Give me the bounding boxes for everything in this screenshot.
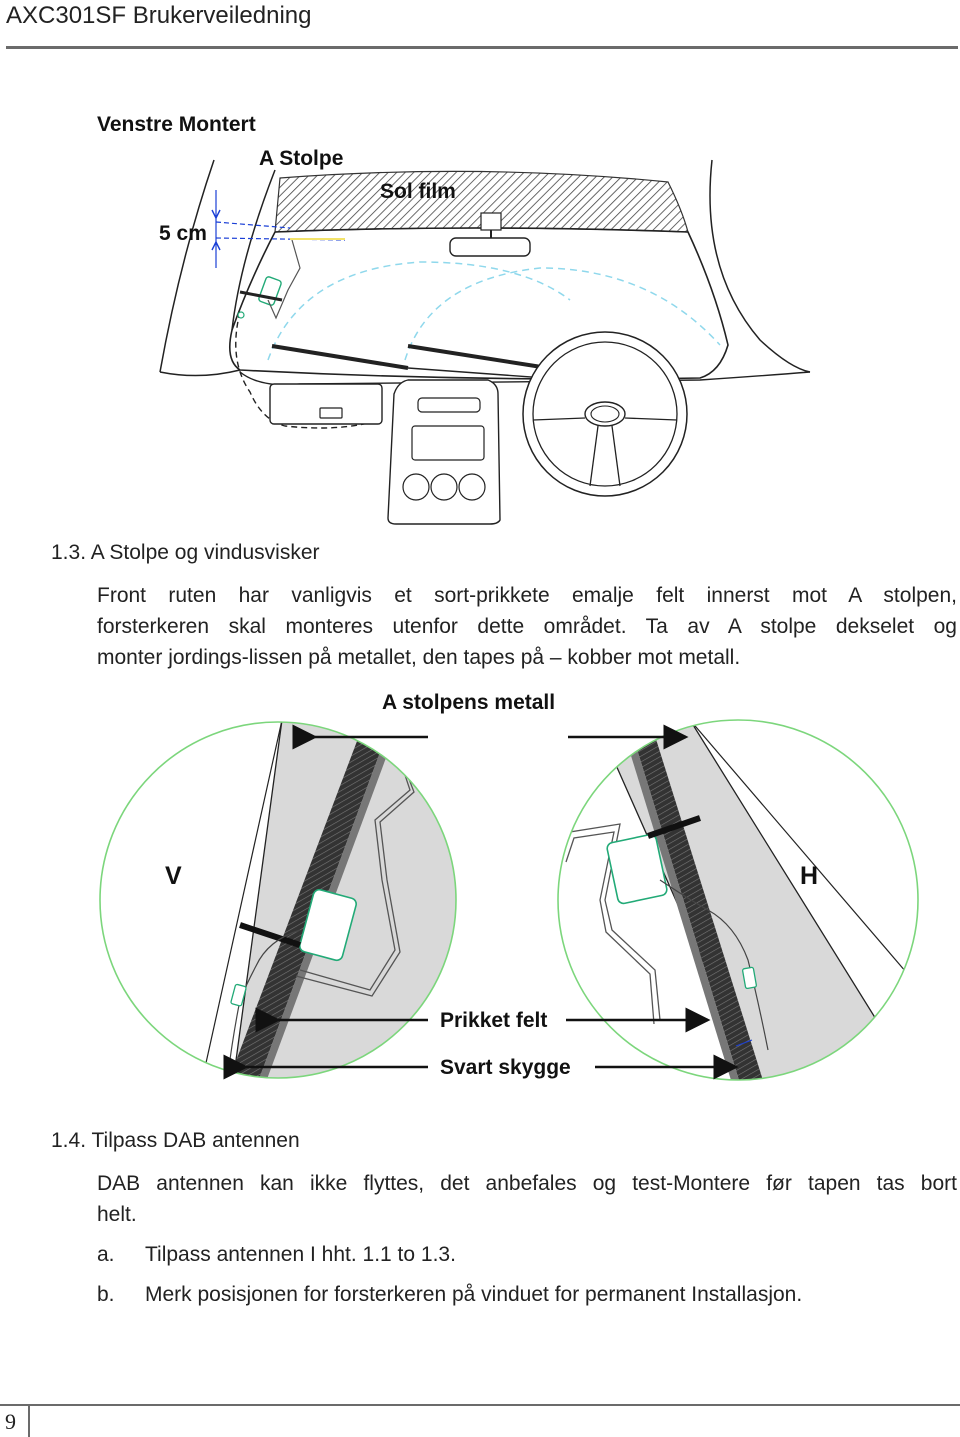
- detail-left: [199, 722, 456, 1078]
- dotted-field-label: Prikket felt: [440, 1009, 548, 1032]
- paragraph-line: monter jordings-lissen på metallet, den …: [97, 646, 741, 669]
- paragraph-line: helt.: [97, 1203, 137, 1226]
- steering-wheel: [522, 331, 688, 497]
- distance-label: 5 cm: [159, 222, 207, 245]
- antenna-cable: [235, 311, 381, 429]
- header-rule: [6, 46, 958, 49]
- windshield-outline: [229, 227, 729, 380]
- list-item: b. Merk posisjonen for forsterkeren på vi…: [97, 1283, 802, 1307]
- wiper-left: [271, 344, 409, 370]
- section-1-4-paragraph: DAB antennen kan ikke flyttes, det anbef…: [97, 1168, 957, 1230]
- paragraph-line: forsterkeren skal monteres utenfor dette…: [97, 615, 957, 638]
- left-side-label: V: [165, 862, 182, 890]
- section-1-3-paragraph: Front ruten har vanligvis et sort-prikke…: [97, 580, 957, 673]
- footer-box: [0, 1404, 30, 1437]
- list-text: Tilpass antennen I hht. 1.1 to 1.3.: [145, 1243, 456, 1266]
- figure1-title: Venstre Montert: [97, 113, 256, 136]
- section-heading-1-3: 1.3. A Stolpe og vindusvisker: [51, 541, 320, 564]
- a-pillar-right: [709, 159, 811, 373]
- list-item: a. Tilpass antennen I hht. 1.1 to 1.3.: [97, 1243, 456, 1267]
- paragraph-line: Front ruten har vanligvis et sort-prikke…: [97, 584, 957, 607]
- wiper-arc-left: [267, 261, 571, 361]
- detail-right: [559, 720, 918, 1080]
- page-number: 9: [5, 1409, 16, 1434]
- wiper-arc-right: [404, 267, 721, 361]
- glovebox: [269, 383, 383, 425]
- section-heading-1-4: 1.4. Tilpass DAB antennen: [51, 1129, 300, 1152]
- detail-circle-right: [557, 719, 919, 1081]
- list-text: Merk posisjonen for forsterkeren på vind…: [145, 1283, 803, 1306]
- dashboard: [239, 371, 811, 386]
- document-title: AXC301SF Brukerveiledning: [6, 2, 312, 29]
- right-side-label: H: [800, 862, 819, 890]
- a-stolpe-label: A Stolpe: [259, 147, 344, 170]
- sol-film-label: Sol film: [380, 180, 456, 203]
- wiper-right: [407, 344, 549, 370]
- metal-label: A stolpens metall: [382, 691, 556, 714]
- page-header: AXC301SF Brukerveiledning: [0, 0, 960, 52]
- a-pillar-left: [159, 159, 215, 373]
- detail-circle-left: [99, 721, 457, 1079]
- footer-rule: [0, 1404, 960, 1406]
- paragraph-line: DAB antennen kan ikke flyttes, det anbef…: [97, 1172, 957, 1195]
- black-shadow-label: Svart skygge: [440, 1056, 571, 1079]
- list-marker: a.: [97, 1243, 115, 1266]
- list-marker: b.: [97, 1283, 115, 1306]
